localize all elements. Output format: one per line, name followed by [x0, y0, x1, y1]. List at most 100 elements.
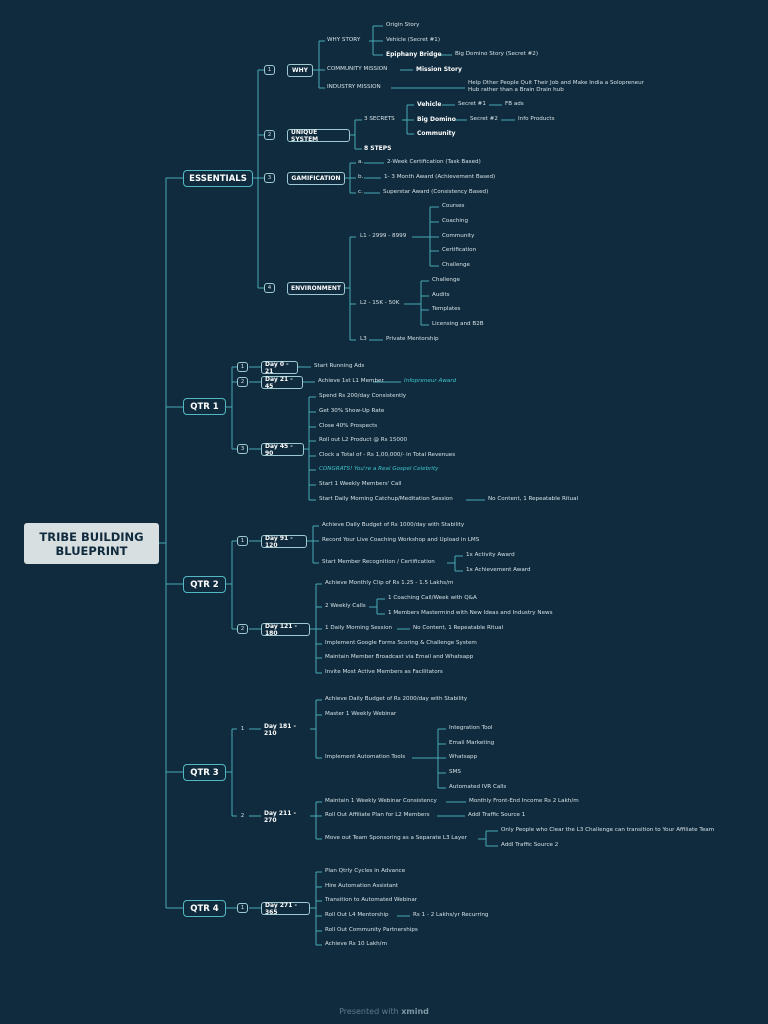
community-mission-label: COMMUNITY MISSION	[327, 66, 388, 72]
qtr4-task: Achieve Rs 10 Lakh/m	[325, 941, 388, 947]
first-l1-member: Achieve 1st L1 Member	[318, 378, 384, 384]
subtopic-unique-system[interactable]: UNIQUE SYSTEM	[287, 129, 350, 143]
level-l2: L2 - 15K - 50K	[360, 300, 400, 306]
qtr2-task: Maintain Member Broadcast via Email and …	[325, 654, 474, 660]
topic-qtr-1[interactable]: QTR 1	[183, 398, 226, 415]
qtr1-task: Close 40% Prospects	[319, 423, 378, 429]
qtr4-task: Hire Automation Assistant	[325, 883, 398, 889]
front-end-income: Monthly Front-End Income Rs 2 Lakh/m	[469, 798, 579, 804]
secret-big-domino: Big Domino	[417, 116, 456, 123]
qtr1-number-2: 2	[237, 377, 248, 387]
qtr1-task: Spend Rs 200/day Consistently	[319, 393, 407, 399]
subtopic-gamification[interactable]: GAMIFICATION	[287, 172, 345, 185]
topic-qtr-3[interactable]: QTR 3	[183, 764, 226, 781]
vehicle-secret-1: Vehicle (Secret #1)	[386, 37, 441, 43]
weekly-calls: 2 Weekly Calls	[325, 603, 366, 609]
root-title-line1: TRIBE BUILDING	[39, 529, 144, 544]
origin-story: Origin Story	[386, 22, 420, 28]
l1-item: Community	[442, 233, 475, 239]
automation-tool: Integration Tool	[449, 725, 493, 731]
coaching-call: 1 Coaching Call/Week with Q&A	[388, 595, 477, 601]
l2-item: Challenge	[432, 277, 460, 283]
big-domino-story: Big Domino Story (Secret #2)	[455, 51, 539, 57]
two-week-certification: 2-Week Certification (Task Based)	[387, 159, 481, 165]
why-story-label: WHY STORY	[327, 37, 361, 43]
xmind-brand[interactable]: xmind	[401, 1007, 429, 1016]
qtr3-day-181-210[interactable]: Day 181 - 210	[261, 723, 310, 737]
subtopic-why[interactable]: WHY	[287, 64, 313, 77]
automation-tool: Automated IVR Calls	[449, 784, 507, 790]
qtr2-number-1: 1	[237, 536, 248, 546]
team-sponsoring: Move out Team Sponsoring as a Separate L…	[325, 835, 467, 841]
automation-tools: Implement Automation Tools	[325, 754, 406, 760]
industry-mission-line1: Help Other People Quit Their Job and Mak…	[468, 80, 644, 86]
secret-vehicle: Vehicle	[417, 101, 442, 108]
qtr1-day-45-90[interactable]: Day 45 - 90	[261, 443, 304, 457]
l2-item: Audits	[432, 292, 450, 298]
achievement-award: 1x Achievement Award	[466, 567, 531, 573]
industry-mission-line2: Hub rather than a Brain Drain hub	[468, 87, 564, 93]
qtr3-number-2: 2	[237, 811, 248, 821]
qtr2-task: Achieve Daily Budget of Rs 1000/day with…	[322, 522, 465, 528]
monthly-clip: Achieve Monthly Clip of Rs 1.25 - 1.5 La…	[325, 580, 454, 586]
epiphany-bridge: Epiphany Bridge	[386, 51, 442, 58]
gamification-a: a.	[358, 159, 364, 165]
qtr2-task: Invite Most Active Members as Facilitato…	[325, 669, 443, 675]
qtr1-task: Roll out L2 Product @ Rs 15000	[319, 437, 408, 443]
gamification-number: 3	[264, 173, 275, 183]
info-products: Info Products	[518, 116, 555, 122]
topic-qtr-2[interactable]: QTR 2	[183, 576, 226, 593]
environment-number: 4	[264, 283, 275, 293]
l3-challenge-note: Only People who Clear the L3 Challenge c…	[501, 827, 715, 833]
topic-qtr-4[interactable]: QTR 4	[183, 900, 226, 917]
secret-2-label: Secret #2	[470, 116, 498, 122]
l1-item: Challenge	[442, 262, 470, 268]
qtr3-task: Achieve Daily Budget of Rs 2000/day with…	[325, 696, 468, 702]
subtopic-environment[interactable]: ENVIRONMENT	[287, 282, 345, 295]
topic-essentials[interactable]: ESSENTIALS	[183, 170, 253, 187]
congrats-note: CONGRATS! You're a Real Gospel Celebrity	[319, 466, 439, 472]
qtr4-task: Roll Out Community Partnerships	[325, 927, 418, 933]
private-mentorship: Private Mentorship	[386, 336, 439, 342]
unique-system-number: 2	[264, 130, 275, 140]
infopreneur-award: Infopreneur Award	[404, 378, 457, 384]
qtr4-number-1: 1	[237, 903, 248, 913]
qtr4-task: Transition to Automated Webinar	[325, 897, 418, 903]
secret-community: Community	[417, 130, 456, 137]
qtr3-number-1: 1	[237, 724, 248, 734]
qtr3-task: Master 1 Weekly Webinar	[325, 711, 397, 717]
daily-morning-session: 1 Daily Morning Session	[325, 625, 393, 631]
l4-recurring: Rs 1 - 2 Lakhs/yr Recurring	[413, 912, 489, 918]
members-mastermind: 1 Members Mastermind with New Ideas and …	[388, 610, 553, 616]
activity-award: 1x Activity Award	[466, 552, 515, 558]
qtr2-day-91-120[interactable]: Day 91 - 120	[261, 535, 307, 549]
l1-item: Coaching	[442, 218, 469, 224]
qtr2-number-2: 2	[237, 624, 248, 634]
qtr4-task: Plan Qtrly Cycles in Advance	[325, 868, 406, 874]
qtr1-day-0-21[interactable]: Day 0 - 21	[261, 361, 298, 375]
level-l3: L3	[360, 336, 367, 342]
superstar-award: Superstar Award (Consistency Based)	[383, 189, 489, 195]
l2-item: Licensing and B2B	[432, 321, 484, 327]
daily-morning-session: Start Daily Morning Catchup/Meditation S…	[319, 496, 453, 502]
l1-item: Courses	[442, 203, 465, 209]
mission-story: Mission Story	[416, 66, 462, 73]
qtr3-day-211-270[interactable]: Day 211 - 270	[261, 810, 310, 824]
why-number: 1	[264, 65, 275, 75]
weekly-members-call: Start 1 Weekly Members' Call	[319, 481, 402, 487]
l4-mentorship: Roll Out L4 Mentorship	[325, 912, 389, 918]
qtr1-task: Get 30% Show-Up Rate	[319, 408, 385, 414]
qtr1-day-21-45[interactable]: Day 21 - 45	[261, 376, 303, 390]
qtr2-task: Implement Google Forms Scoring & Challen…	[325, 640, 477, 646]
eight-steps: 8 STEPS	[364, 145, 392, 152]
qtr4-day-271-365[interactable]: Day 271 - 365	[261, 902, 310, 916]
qtr1-number-3: 3	[237, 444, 248, 454]
three-secrets-label: 3 SECRETS	[364, 116, 395, 122]
automation-tool: Whatsapp	[449, 754, 478, 760]
qtr2-day-121-180[interactable]: Day 121 - 180	[261, 623, 310, 637]
level-l1: L1 - 2999 - 8999	[360, 233, 407, 239]
secret-1-label: Secret #1	[458, 101, 486, 107]
